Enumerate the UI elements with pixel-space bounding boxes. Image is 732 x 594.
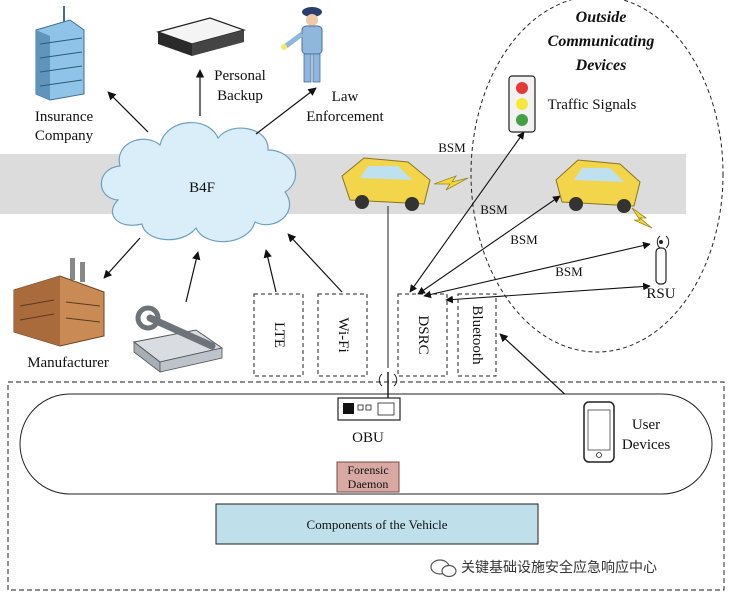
wechat-logo-icon [430, 559, 457, 578]
arrow-to-insurance [107, 91, 149, 133]
backup-label-line2: Backup [217, 88, 263, 104]
b4f-cloud [100, 122, 297, 243]
interface-box-dsrc [397, 293, 448, 377]
components-box [215, 503, 539, 545]
outside-devices-ellipse [470, 0, 724, 353]
taxi-car-icon [555, 159, 641, 213]
forensic-label-line2: Daemon [348, 477, 389, 491]
user-devices-label-line1: User [632, 417, 660, 433]
bsm-label-4: BSM [555, 264, 583, 279]
bsm-label-3: BSM [510, 232, 538, 247]
arrow-dsrc-rsu-lower [445, 282, 651, 304]
interface-label-lte: LTE [271, 322, 287, 348]
smartphone-icon [583, 401, 615, 463]
forensic-daemon-box [336, 461, 400, 493]
obu-antenna-icon [378, 372, 398, 398]
bsm-label-2: BSM [480, 202, 508, 217]
interface-label-bluetooth: Bluetooth [469, 305, 485, 365]
arrow-to-law [255, 87, 317, 135]
outside-title-line3: Devices [575, 57, 627, 74]
traffic-signal-icon [508, 75, 536, 133]
traffic-signals-label: Traffic Signals [548, 97, 637, 113]
interface-label-wifi: Wi-Fi [335, 317, 351, 352]
watermark-text: 关键基础设施安全应急响应中心 [461, 559, 657, 576]
arrow-to-manufacturer [103, 237, 141, 279]
police-officer-icon [281, 7, 323, 83]
user-devices-label-line2: Devices [622, 437, 670, 453]
arrow-wifi-to-cloud [287, 233, 343, 293]
insurance-label-line2: Company [35, 128, 94, 144]
bsm-label-1: BSM [438, 140, 466, 155]
obu-label: OBU [352, 430, 384, 446]
law-label-line2: Enforcement [306, 109, 384, 125]
arrow-tool-to-cloud [185, 251, 201, 303]
insurance-label-line1: Insurance [35, 109, 94, 125]
wireless-signal-icon [433, 175, 469, 191]
interface-box-wifi [317, 293, 368, 377]
cloud-label: B4F [189, 180, 215, 196]
taxi-car-icon [341, 157, 431, 211]
wireless-signal-icon [631, 207, 653, 229]
factory-icon [13, 258, 105, 347]
interface-box-bluetooth [457, 293, 497, 377]
backup-server-icon [155, 17, 247, 56]
arrow-lte-to-cloud [263, 249, 277, 293]
vehicle-boundary [7, 381, 725, 591]
obu-device-icon [337, 397, 401, 421]
forensic-label-line1: Forensic [347, 463, 388, 477]
vehicle-capsule [19, 393, 713, 495]
repair-tool-icon [132, 305, 224, 373]
components-label: Components of the Vehicle [307, 517, 448, 532]
backup-label-line1: Personal [214, 68, 266, 84]
outside-title-line1: Outside [576, 9, 627, 26]
law-label-line1: Law [332, 89, 359, 105]
office-building-icon [35, 6, 85, 101]
outside-title-line2: Communicating [548, 33, 655, 50]
interface-box-lte [253, 293, 304, 377]
rsu-label: RSU [646, 286, 675, 302]
rsu-tower-icon [655, 235, 670, 285]
manufacturer-label: Manufacturer [27, 355, 109, 371]
interface-label-dsrc: DSRC [415, 315, 431, 354]
